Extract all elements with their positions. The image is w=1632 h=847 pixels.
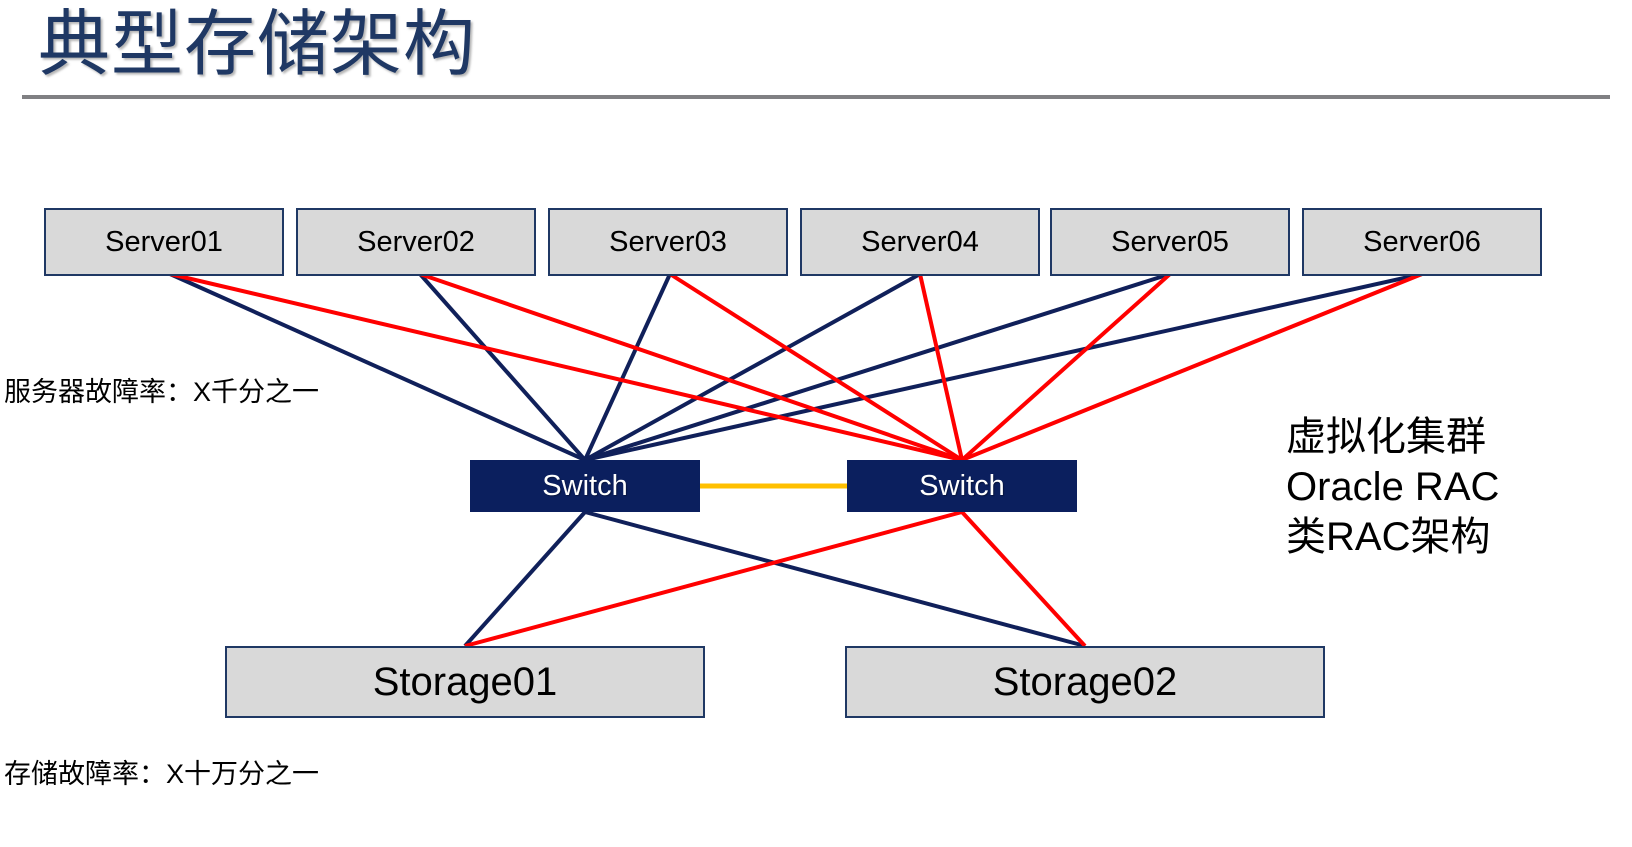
cluster-note-line-2: Oracle RAC (1286, 465, 1500, 509)
node-server-02[interactable]: Server02 (296, 208, 536, 276)
link-switch01-to-storage01 (463, 510, 587, 648)
link-server06-to-switch01 (584, 272, 1423, 462)
node-server-04[interactable]: Server04 (800, 208, 1040, 276)
link-switch02-to-storage02 (960, 510, 1087, 648)
node-storage-02[interactable]: Storage02 (845, 646, 1325, 718)
node-switch-02[interactable]: Switch (847, 460, 1077, 512)
edge-layer (169, 272, 1423, 648)
node-switch-01[interactable]: Switch (470, 460, 700, 512)
link-server03-to-switch01 (583, 273, 672, 461)
node-server-03[interactable]: Server03 (548, 208, 788, 276)
link-server01-to-switch01 (169, 272, 586, 462)
link-server03-to-switch02 (668, 272, 964, 462)
link-switch02-to-storage01 (464, 510, 963, 648)
link-server02-to-switch01 (418, 272, 587, 462)
node-server-01[interactable]: Server01 (44, 208, 284, 276)
node-server-06[interactable]: Server06 (1302, 208, 1542, 276)
link-switch01-to-storage02 (584, 510, 1086, 648)
link-server04-to-switch01 (584, 272, 921, 462)
title-divider (22, 95, 1610, 99)
page-title: 典型存储架构 (38, 5, 477, 85)
link-server02-to-switch02 (419, 272, 963, 462)
cluster-note-line-3: 类RAC架构 (1286, 515, 1491, 559)
link-server05-to-switch01 (584, 272, 1171, 462)
link-server04-to-switch02 (918, 273, 964, 461)
node-server-05[interactable]: Server05 (1050, 208, 1290, 276)
cluster-note-line-1: 虚拟化集群 (1286, 415, 1486, 459)
link-server06-to-switch02 (961, 272, 1423, 462)
link-server05-to-switch02 (960, 272, 1172, 462)
link-server01-to-switch02 (169, 272, 963, 462)
storage-failure-rate-label: 存储故障率：X十万分之一 (4, 759, 320, 789)
node-storage-01[interactable]: Storage01 (225, 646, 705, 718)
server-failure-rate-label: 服务器故障率：X千分之一 (4, 377, 320, 407)
cluster-note-block: 虚拟化集群 Oracle RAC 类RAC架构 (1286, 412, 1499, 562)
